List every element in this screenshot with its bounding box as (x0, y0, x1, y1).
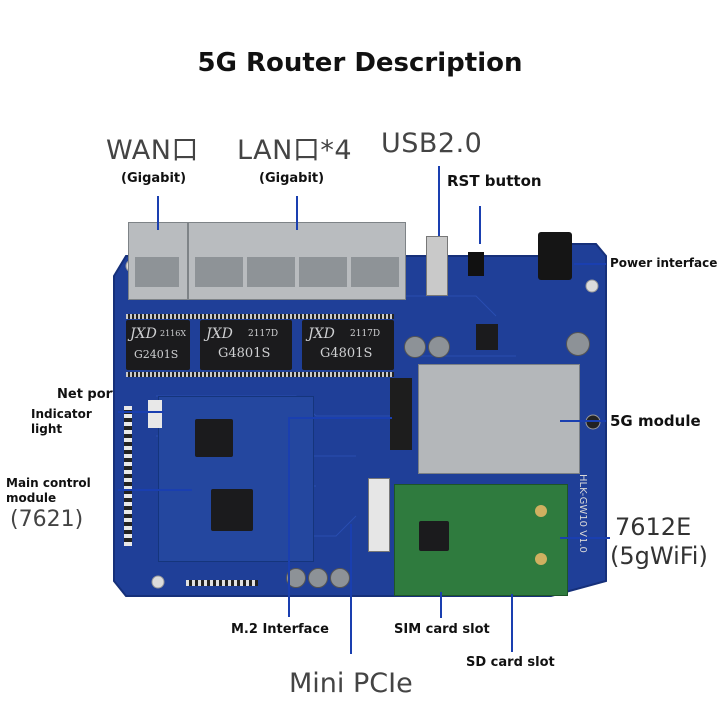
power-pointer (574, 263, 606, 265)
wan-port (128, 222, 188, 300)
chip-3: JXD 2117D G4801S (302, 320, 394, 370)
lan-label: LAN口*4 (237, 135, 353, 166)
wan-sub-label: (Gigabit) (121, 171, 187, 186)
wan-label: WAN口 (106, 135, 199, 166)
sim-slot-label: SIM card slot (394, 622, 490, 637)
rst-button (468, 252, 484, 276)
bottom-header (186, 580, 258, 586)
sim-pointer (440, 592, 442, 618)
wifi-card-7612e (394, 484, 568, 596)
net-port-label: Net port (57, 387, 119, 402)
capacitor (404, 336, 426, 358)
inductor (476, 324, 498, 350)
wifi-pointer (560, 537, 610, 539)
lan-pointer (296, 196, 298, 230)
m2-pointer-h (288, 417, 392, 419)
capacitor (330, 568, 350, 588)
lan-ports (188, 222, 406, 300)
mini-pcie-slot (368, 478, 390, 552)
module-5g-pointer (560, 420, 606, 422)
main-control-pointer (118, 489, 192, 491)
pin-header (124, 406, 132, 546)
m2-interface-label: M.2 Interface (231, 622, 329, 637)
capacitor (566, 332, 590, 356)
indicator-led (148, 400, 162, 428)
module-5g-label: 5G module (610, 412, 701, 430)
chip-2: JXD 2117D G4801S (200, 320, 292, 370)
sd-pointer (511, 594, 513, 652)
wifi-code-label: 7612E (615, 513, 692, 541)
rst-pointer (479, 206, 481, 244)
usb-pointer (438, 166, 440, 236)
capacitor (308, 568, 328, 588)
router-board: JXD 2116X G2401S JXD 2117D G4801S JXD 21… (96, 222, 610, 598)
rst-label: RST button (447, 172, 542, 190)
m2-slot (390, 378, 412, 450)
indicator-pointer (118, 411, 164, 413)
module-5g (418, 364, 580, 474)
main-control-label-1: Main control (6, 476, 91, 490)
board-model-text: HLK-GW10 V1.0 (577, 474, 588, 553)
indicator-label-1: Indicator (31, 407, 92, 421)
capacitor (428, 336, 450, 358)
chip-1: JXD 2116X G2401S (126, 320, 190, 370)
main-control-label-2: module (6, 491, 57, 505)
sd-slot-label: SD card slot (466, 655, 555, 670)
main-control-module (158, 396, 314, 562)
usb-connector (426, 236, 448, 296)
indicator-label-2: light (31, 422, 63, 436)
pcie-pointer (350, 524, 352, 654)
m2-pointer-v (288, 417, 290, 617)
usb-label: USB2.0 (381, 128, 483, 159)
wan-pointer (157, 196, 159, 230)
power-jack (538, 232, 572, 280)
mini-pcie-label: Mini PCIe (289, 668, 413, 699)
main-control-code: (7621) (10, 507, 84, 532)
wifi-sub-label: (5gWiFi) (610, 542, 708, 570)
page-title: 5G Router Description (197, 48, 523, 78)
power-interface-label: Power interface (610, 256, 718, 270)
lan-sub-label: (Gigabit) (259, 171, 325, 186)
capacitor (286, 568, 306, 588)
